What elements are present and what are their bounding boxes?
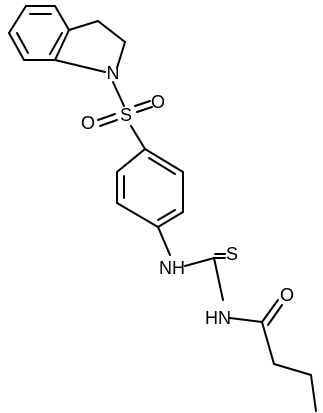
thiourea-core (184, 253, 226, 301)
phenyl-nh-bond (157, 226, 171, 256)
sulfonyl-double-bonds (97, 100, 153, 127)
n-s-bond (112, 81, 125, 107)
atom-label-thio-nh: NH (159, 258, 185, 278)
atom-label-sulfonyl-o-left: O (81, 113, 95, 133)
atom-label-carbonyl-o: O (280, 285, 294, 305)
indoline-benzene-ring (8, 5, 70, 61)
atom-label-indoline-n: N (107, 63, 120, 83)
amide-chain (229, 299, 317, 412)
indoline-pyrrolidine-ring (54, 20, 126, 73)
atom-label-thione-s: S (226, 244, 238, 264)
atom-label-amide-hn: HN (205, 308, 231, 328)
atom-label-sulfonyl-o-right: O (151, 92, 165, 112)
atom-label-sulfonyl-s: S (120, 105, 132, 125)
phenylene-ring (116, 148, 184, 228)
atom-labels: N S O O NH S HN O (81, 63, 294, 328)
s-phenyl-bond (130, 125, 146, 150)
